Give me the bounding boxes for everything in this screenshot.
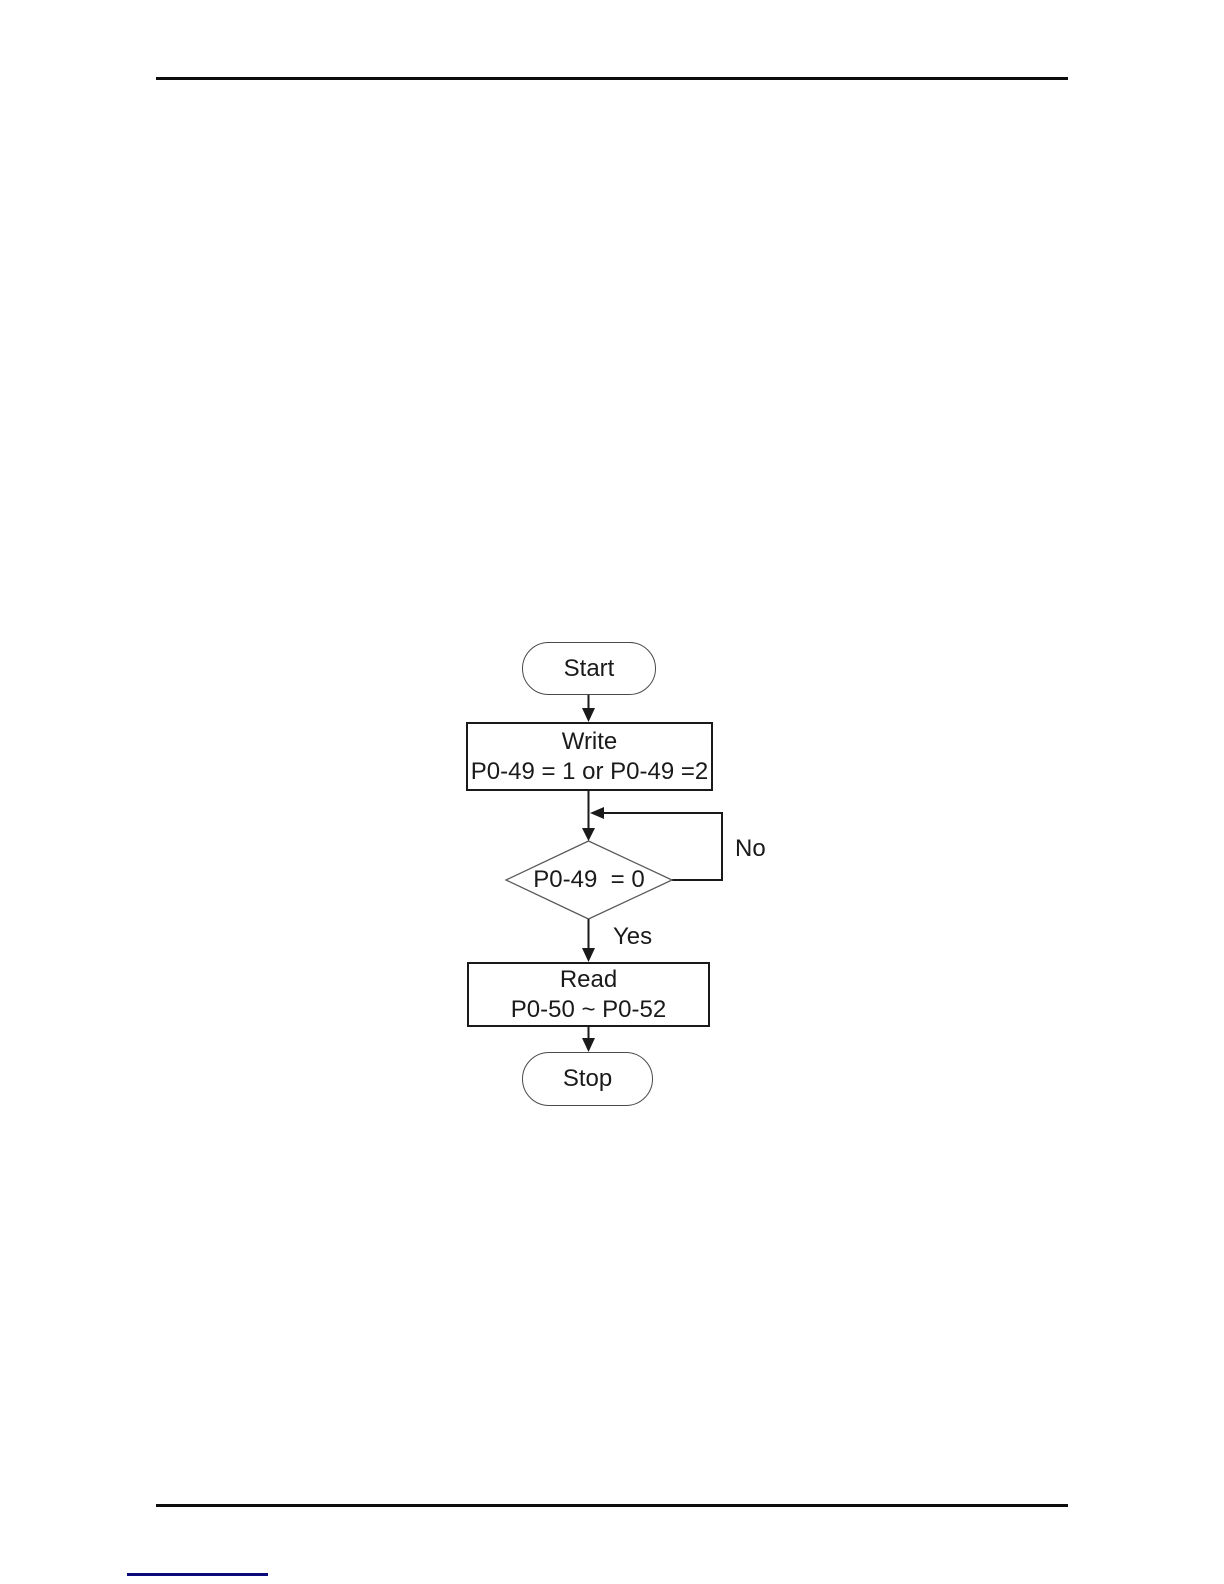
footer-link-underline[interactable]	[127, 1573, 268, 1576]
arrowhead-start-to-write	[582, 708, 595, 722]
read-label-line1: Read	[559, 965, 618, 993]
write-label-line2: P0-49 = 1 or P0-49 =2	[470, 757, 709, 785]
header-rule	[156, 77, 1068, 80]
yes-branch-label: Yes	[613, 923, 653, 950]
footer-rule	[156, 1504, 1068, 1507]
flowchart-write-node: Write P0-49 = 1 or P0-49 =2	[466, 722, 713, 791]
flowchart-start-node: Start	[522, 642, 656, 695]
arrowhead-write-to-decision	[582, 828, 595, 841]
arrowhead-no-loop	[590, 807, 604, 819]
read-label-line2: P0-50 ~ P0-52	[510, 995, 667, 1023]
arrowhead-decision-to-read	[582, 948, 595, 962]
arrowhead-read-to-stop	[582, 1038, 595, 1052]
stop-label: Stop	[562, 1065, 613, 1092]
decision-label: P0-49 = 0	[533, 866, 645, 893]
start-label: Start	[563, 654, 615, 682]
no-branch-label: No	[735, 835, 766, 862]
write-label-line1: Write	[561, 727, 618, 755]
flowchart-stop-node: Stop	[522, 1052, 653, 1106]
flowchart-read-node: Read P0-50 ~ P0-52	[467, 962, 710, 1027]
